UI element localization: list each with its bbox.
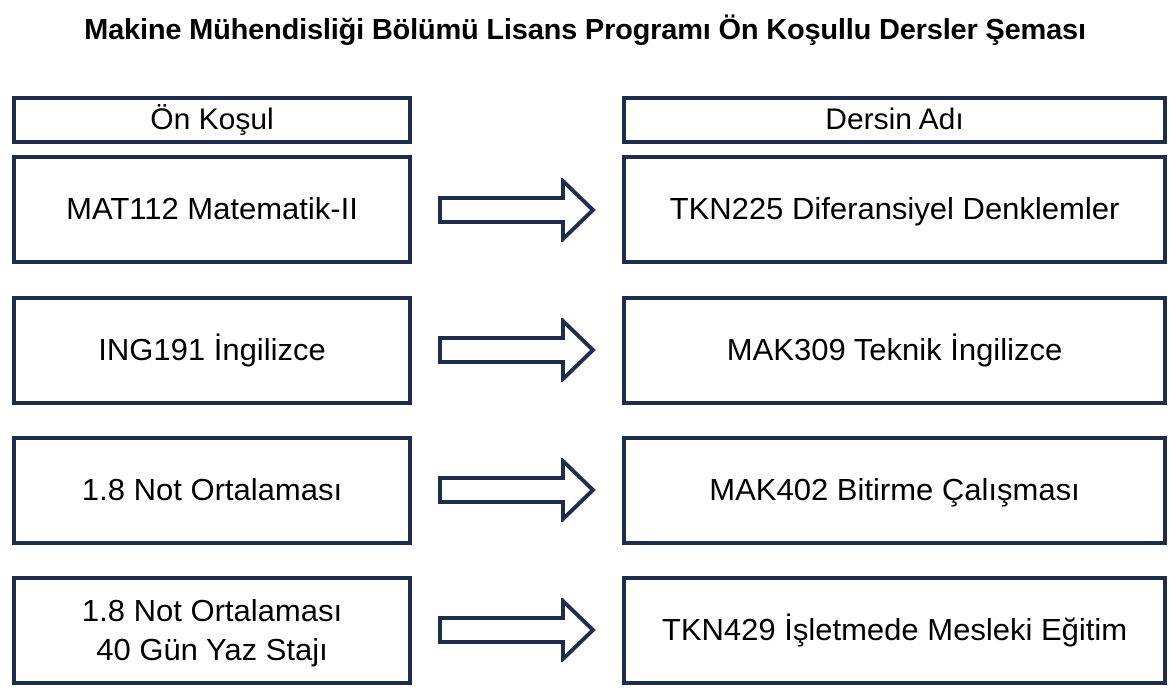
header-course-name-label: Dersin Adı: [825, 103, 964, 137]
header-prerequisite: Ön Koşul: [12, 96, 412, 144]
right-arrow-icon: [438, 178, 596, 242]
prerequisite-box-4: 1.8 Not Ortalaması 40 Gün Yaz Stajı: [12, 576, 412, 685]
course-box-4: TKN429 İşletmede Mesleki Eğitim: [622, 576, 1167, 685]
prerequisite-label-3: 1.8 Not Ortalaması: [81, 472, 343, 508]
prerequisite-label-2: ING191 İngilizce: [98, 332, 326, 368]
right-arrow-icon: [438, 598, 596, 662]
prerequisite-label-4a: 1.8 Not Ortalaması: [81, 592, 343, 628]
right-arrow-icon: [438, 318, 596, 382]
header-course-name: Dersin Adı: [622, 96, 1167, 144]
course-box-1: TKN225 Diferansiyel Denklemler: [622, 155, 1167, 264]
course-box-2: MAK309 Teknik İngilizce: [622, 296, 1167, 405]
course-label-2: MAK309 Teknik İngilizce: [726, 332, 1063, 368]
course-label-4: TKN429 İşletmede Mesleki Eğitim: [661, 612, 1128, 648]
prerequisite-label-1: MAT112 Matematik-II: [66, 191, 358, 227]
course-box-3: MAK402 Bitirme Çalışması: [622, 436, 1167, 545]
prerequisite-box-2: ING191 İngilizce: [12, 296, 412, 405]
diagram-title: Makine Mühendisliği Bölümü Lisans Progra…: [84, 14, 1086, 46]
right-arrow-icon: [438, 458, 596, 522]
prerequisite-label-4b: 40 Gün Yaz Stajı: [96, 631, 328, 667]
course-label-3: MAK402 Bitirme Çalışması: [709, 472, 1080, 508]
prerequisite-box-3: 1.8 Not Ortalaması: [12, 436, 412, 545]
course-label-1: TKN225 Diferansiyel Denklemler: [669, 191, 1120, 227]
prerequisite-box-1: MAT112 Matematik-II: [12, 155, 412, 264]
header-prerequisite-label: Ön Koşul: [150, 103, 274, 137]
